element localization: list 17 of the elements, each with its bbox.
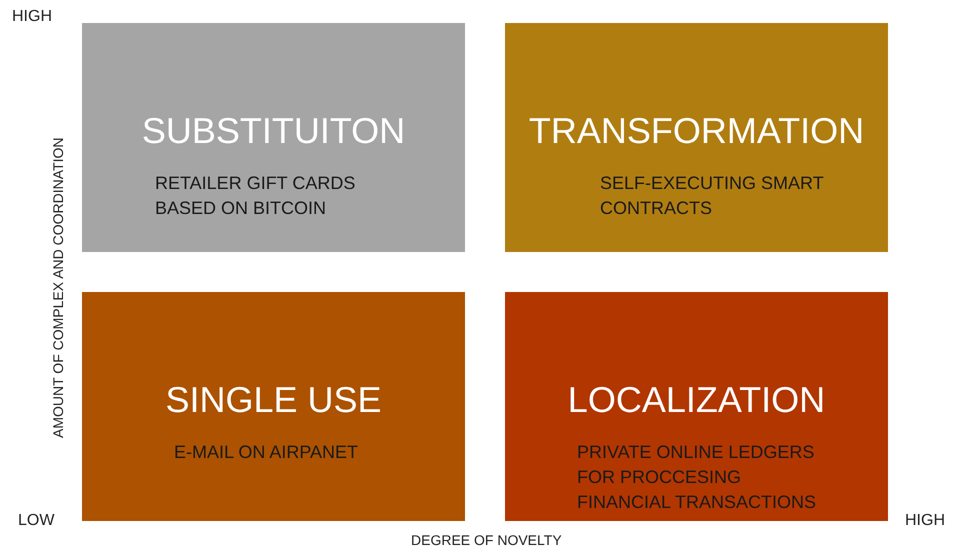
quadrant-title: SUBSTITUITON <box>140 111 406 151</box>
axis-end-label: HIGH <box>12 8 52 26</box>
quadrant-title: SINGLE USE <box>164 380 383 420</box>
axis-title: AMOUNT OF COMPLEX AND COORDINATION <box>50 136 66 440</box>
axis-title: DEGREE OF NOVELTY <box>411 532 562 548</box>
axis-end-label: HIGH <box>905 512 945 530</box>
quadrant-text: PRIVATE ONLINE LEDGERS FOR PROCCESING FINANCIAL TRANSACTIONS <box>577 441 818 514</box>
quadrant-box <box>82 23 465 252</box>
quadrant-title: TRANSFORMATION <box>528 111 866 151</box>
quadrant-box <box>82 292 465 521</box>
axis-end-label: LOW <box>18 512 54 530</box>
quadrant-text: RETAILER GIFT CARDS BASED ON BITCOIN <box>155 172 356 220</box>
quadrant-box <box>505 23 888 252</box>
quadrant-text: SELF-EXECUTING SMART CONTRACTS <box>600 172 824 220</box>
quadrant-text: E-MAIL ON AIRPANET <box>174 441 360 464</box>
quadrant-title: LOCALIZATION <box>566 380 826 420</box>
quadrant-box <box>505 292 888 521</box>
